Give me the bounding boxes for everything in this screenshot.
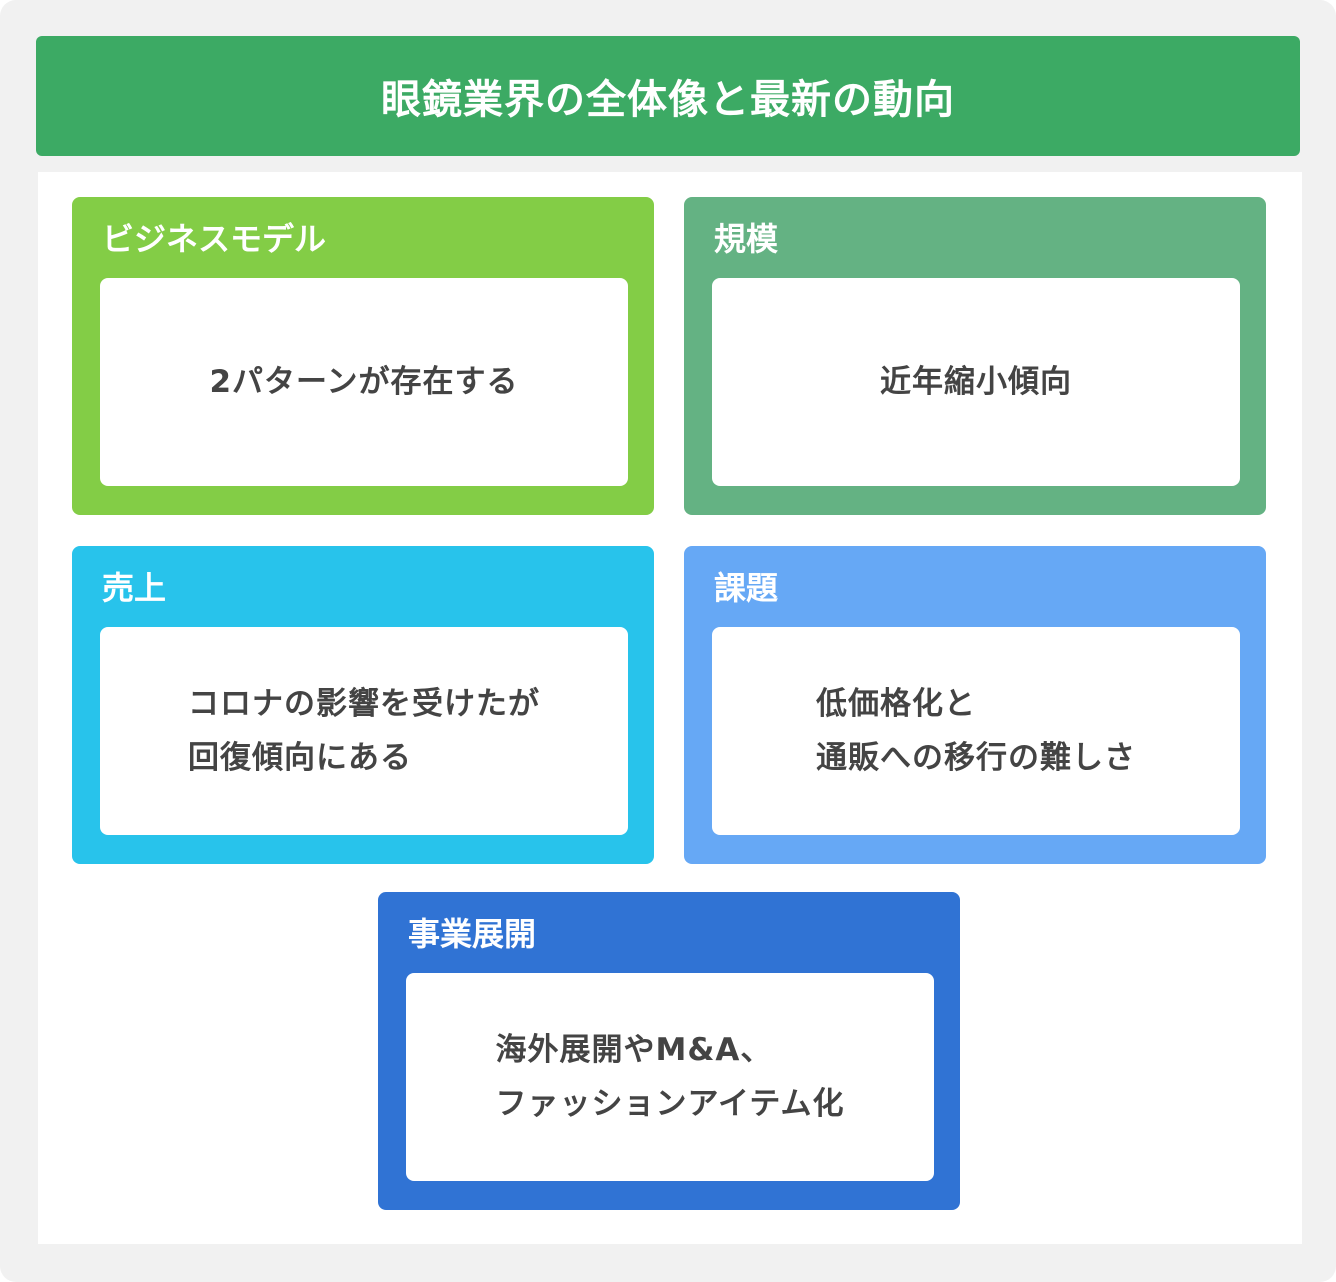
card-scale: 規模 近年縮小傾向: [684, 197, 1266, 515]
card-text-line: 海外展開やM&A、: [495, 1032, 773, 1068]
card-body: コロナの影響を受けたが 回復傾向にある: [100, 627, 628, 835]
card-body: 海外展開やM&A、 ファッションアイテム化: [406, 973, 934, 1181]
card-issues: 課題 低価格化と 通販への移行の難しさ: [684, 546, 1266, 864]
card-text-line: コロナの影響を受けたが: [188, 686, 540, 722]
content-panel: ビジネスモデル 2パターンが存在する 規模 近年縮小傾向 売上 コロナの影響を受…: [38, 172, 1302, 1244]
card-business-expansion: 事業展開 海外展開やM&A、 ファッションアイテム化: [378, 892, 960, 1210]
card-text: 海外展開やM&A、 ファッションアイテム化: [496, 1023, 845, 1131]
card-title: 事業展開: [408, 915, 537, 953]
card-text-line: 通販への移行の難しさ: [816, 740, 1136, 776]
card-body: 2パターンが存在する: [100, 278, 628, 486]
card-text: 2パターンが存在する: [209, 355, 518, 409]
card-title: ビジネスモデル: [102, 220, 327, 258]
card-text-line: 2パターンが存在する: [209, 364, 519, 400]
card-text: 低価格化と 通販への移行の難しさ: [816, 677, 1136, 785]
card-text-line: 低価格化と: [816, 686, 976, 722]
card-title: 規模: [714, 220, 779, 258]
card-title: 課題: [714, 569, 779, 607]
card-business-model: ビジネスモデル 2パターンが存在する: [72, 197, 654, 515]
card-text-line: 近年縮小傾向: [880, 364, 1072, 400]
title-banner: 眼鏡業界の全体像と最新の動向: [36, 36, 1300, 156]
card-body: 低価格化と 通販への移行の難しさ: [712, 627, 1240, 835]
card-text: コロナの影響を受けたが 回復傾向にある: [188, 677, 540, 785]
card-text-line: ファッションアイテム化: [495, 1086, 845, 1122]
card-text-line: 回復傾向にある: [188, 740, 412, 776]
page-title: 眼鏡業界の全体像と最新の動向: [381, 77, 955, 123]
card-title: 売上: [102, 569, 167, 607]
card-body: 近年縮小傾向: [712, 278, 1240, 486]
card-sales: 売上 コロナの影響を受けたが 回復傾向にある: [72, 546, 654, 864]
card-text: 近年縮小傾向: [880, 355, 1072, 409]
